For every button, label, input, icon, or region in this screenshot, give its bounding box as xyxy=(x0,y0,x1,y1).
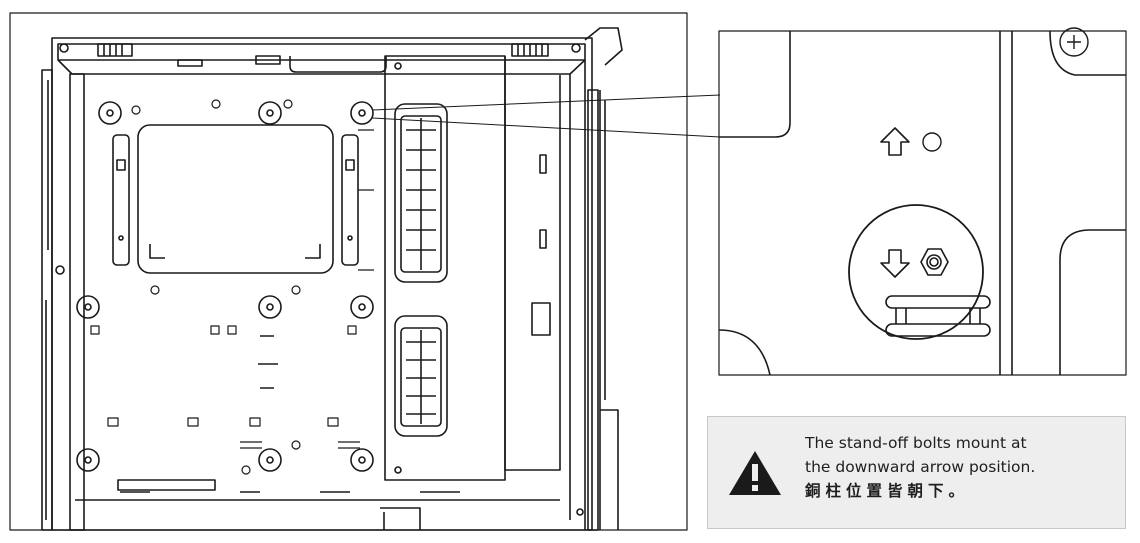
top-rail xyxy=(57,43,586,61)
bracket-clip xyxy=(885,295,991,337)
drive-cage-cutout xyxy=(137,124,334,274)
zoom-panel xyxy=(718,30,1127,376)
corner-screw-top-left xyxy=(59,43,69,53)
note-text: The stand-off bolts mount at the downwar… xyxy=(805,431,1123,503)
side-rail-left xyxy=(41,69,53,531)
drive-slot-left xyxy=(112,134,130,266)
note-line-2: the downward arrow position. xyxy=(805,458,1036,476)
top-vent-right xyxy=(511,43,549,57)
cross-screw xyxy=(1059,27,1089,57)
callout-line-bottom xyxy=(371,117,721,138)
corner-screw-top-right xyxy=(571,43,581,53)
cable-panel-outline xyxy=(384,55,506,481)
cable-grommet-lower xyxy=(394,315,448,437)
up-arrow-icon xyxy=(880,127,910,156)
note-line-chinese: 銅柱位置皆朝下。 xyxy=(805,482,970,500)
note-line-1: The stand-off bolts mount at xyxy=(805,434,1027,452)
standoff-hole xyxy=(76,101,374,472)
tab-markers xyxy=(90,129,374,449)
warning-note: The stand-off bolts mount at the downwar… xyxy=(707,416,1126,529)
down-arrow-icon xyxy=(880,249,910,278)
callout-line-top xyxy=(371,94,721,111)
hex-standoff xyxy=(920,248,949,276)
highlight-circle xyxy=(848,204,984,340)
drive-slot-right xyxy=(341,134,359,266)
empty-hole xyxy=(922,132,942,152)
cable-grommet-upper xyxy=(394,103,448,283)
top-vent-left xyxy=(97,43,133,57)
warning-triangle-icon xyxy=(729,451,781,495)
